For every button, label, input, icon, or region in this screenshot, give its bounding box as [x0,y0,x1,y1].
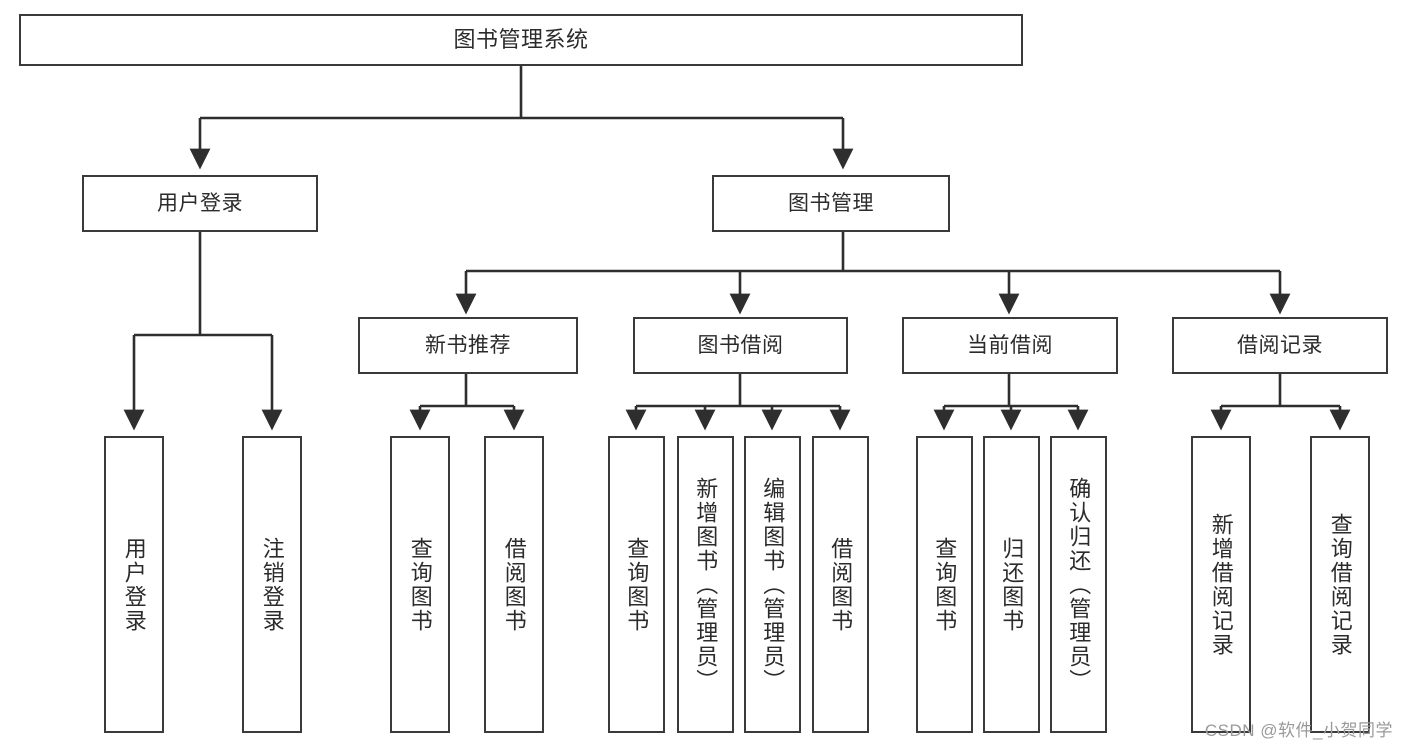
node-label: 用户登录 [157,191,243,215]
node-label: 新增借阅记录 [1208,512,1234,657]
node-label: 归还图书 [999,536,1025,633]
node-user-login[interactable]: 用户登录 [82,175,318,232]
node-label: 查询图书 [407,536,433,633]
leaf-user-login-signin[interactable]: 用户登录 [104,436,164,733]
node-label: 查询图书 [624,536,650,633]
node-label: 新书推荐 [425,333,511,357]
node-label: 新增图书（管理员） [693,476,719,693]
leaf-borrow-add-book[interactable]: 新增图书（管理员） [677,436,734,733]
node-label: 当前借阅 [967,333,1053,357]
node-book-borrow[interactable]: 图书借阅 [633,317,848,374]
leaf-current-query-book[interactable]: 查询图书 [916,436,973,733]
node-label: 编辑图书（管理员） [760,476,786,693]
node-label: 查询借阅记录 [1327,512,1353,657]
node-label: 注销登录 [259,536,285,633]
leaf-record-query-record[interactable]: 查询借阅记录 [1310,436,1370,733]
node-new-book-recommend[interactable]: 新书推荐 [358,317,578,374]
node-label: 查询图书 [932,536,958,633]
leaf-current-return-book[interactable]: 归还图书 [983,436,1040,733]
node-label: 图书管理系统 [453,26,589,52]
leaf-user-login-signout[interactable]: 注销登录 [242,436,302,733]
node-book-management[interactable]: 图书管理 [712,175,950,232]
node-root-system[interactable]: 图书管理系统 [19,14,1023,66]
node-label: 图书借阅 [697,333,784,357]
node-label: 确认归还（管理员） [1066,476,1092,693]
node-label: 借阅记录 [1237,333,1323,357]
leaf-record-add-record[interactable]: 新增借阅记录 [1191,436,1251,733]
node-label: 用户登录 [121,536,147,633]
node-label: 借阅图书 [501,536,527,633]
node-label: 图书管理 [788,191,874,215]
leaf-current-confirm-return[interactable]: 确认归还（管理员） [1050,436,1107,733]
leaf-borrow-borrow-book[interactable]: 借阅图书 [812,436,869,733]
node-current-borrow[interactable]: 当前借阅 [902,317,1118,374]
csdn-watermark: CSDN @软件_小贺同学 [1204,721,1393,740]
leaf-recommend-query-book[interactable]: 查询图书 [390,436,450,733]
leaf-recommend-borrow-book[interactable]: 借阅图书 [484,436,544,733]
leaf-borrow-query-book[interactable]: 查询图书 [608,436,665,733]
leaf-borrow-edit-book[interactable]: 编辑图书（管理员） [744,436,801,733]
node-borrow-record[interactable]: 借阅记录 [1172,317,1388,374]
node-label: 借阅图书 [828,536,854,633]
